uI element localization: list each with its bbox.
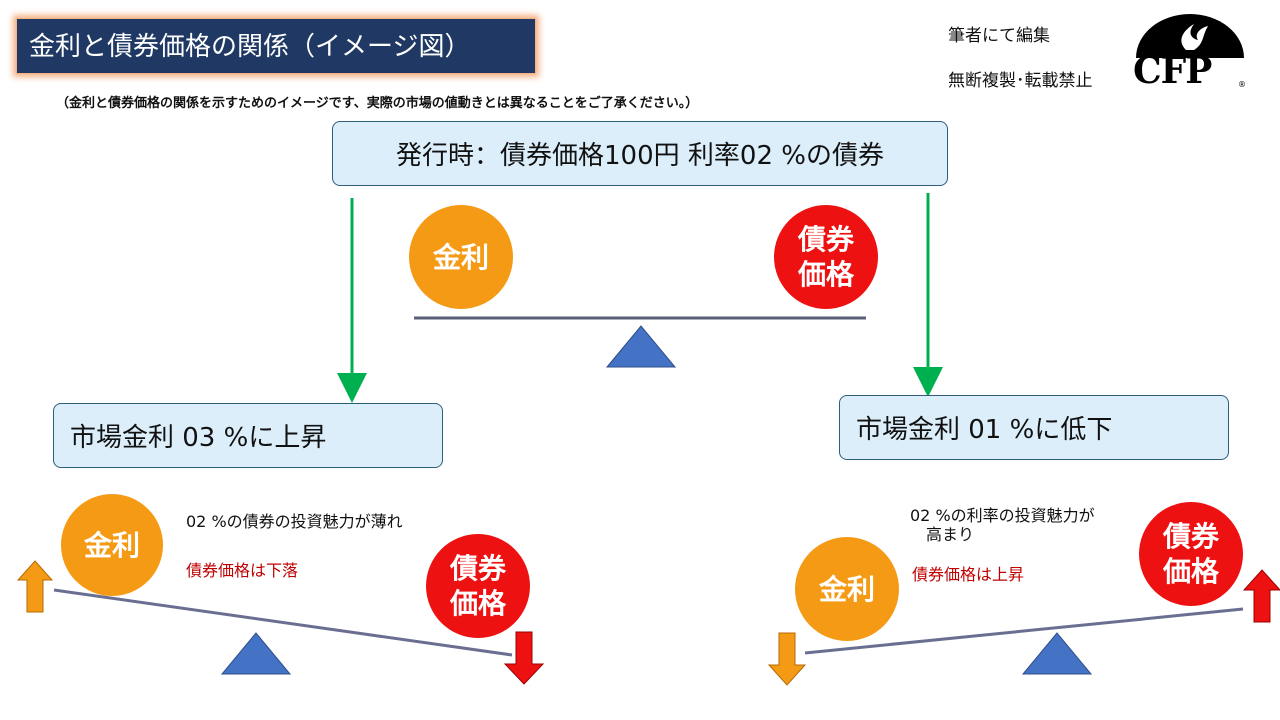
- bond-rise-arrow-icon: [1242, 569, 1280, 623]
- rate-label: 金利: [432, 240, 489, 274]
- rate-circle-left: 金利: [61, 494, 163, 596]
- balance-beam-left: [53, 588, 513, 657]
- left-result: 債券価格は下落: [186, 561, 299, 580]
- bond-label-line1: 債券: [797, 223, 854, 256]
- bond-label-line2: 価格: [449, 587, 506, 620]
- registered-mark: ®: [1238, 80, 1246, 89]
- credit-no-reproduction: 無断複製･転載禁止: [948, 71, 1093, 91]
- rate-label: 金利: [818, 572, 875, 606]
- right-description-cont: 高まり: [926, 525, 975, 544]
- page-title: 金利と債券価格の関係（イメージ図）: [16, 18, 536, 74]
- bond-circle-right: 債券 価格: [1139, 502, 1243, 606]
- bond-label-line2: 価格: [797, 258, 854, 291]
- fulcrum-left: [220, 632, 292, 675]
- balance-beam-right: [804, 607, 1244, 655]
- cfp-logo-flame-icon: [1136, 14, 1244, 59]
- fulcrum-center: [605, 325, 677, 368]
- bond-label-line2: 価格: [1162, 555, 1219, 588]
- rate-rise-arrow-icon: [16, 560, 54, 613]
- issue-condition-box: 発行時：債券価格100円 利率02 %の債券: [332, 121, 948, 186]
- rate-fall-arrow-icon: [767, 632, 807, 686]
- rate-circle-center: 金利: [409, 205, 513, 309]
- rate-fall-label: 市場金利 01 %に低下: [856, 415, 1113, 445]
- fulcrum-right: [1021, 632, 1093, 675]
- rate-circle-right: 金利: [795, 537, 899, 641]
- right-result: 債券価格は上昇: [912, 565, 1025, 584]
- bond-label-line1: 債券: [449, 552, 506, 585]
- issue-condition-label: 発行時：債券価格100円 利率02 %の債券: [396, 141, 884, 171]
- right-description: 02 %の利率の投資魅力が: [910, 506, 1095, 525]
- bond-circle-center: 債券 価格: [774, 205, 878, 309]
- rate-label: 金利: [83, 528, 140, 562]
- bond-label-line1: 債券: [1162, 520, 1219, 553]
- bond-fall-arrow-icon: [503, 631, 545, 685]
- left-description: 02 %の債券の投資魅力が薄れ: [186, 512, 403, 531]
- rate-fall-box: 市場金利 01 %に低下: [839, 395, 1229, 460]
- disclaimer-note: （金利と債券価格の関係を示すためのイメージです、実際の市場の値動きとは異なること…: [56, 96, 699, 111]
- cfp-logo-text: CFP: [1133, 50, 1212, 92]
- credit-edited-by: 筆者にて編集: [948, 26, 1050, 46]
- bond-circle-left: 債券 価格: [426, 534, 530, 638]
- rate-rise-box: 市場金利 03 %に上昇: [53, 403, 443, 468]
- rate-rise-label: 市場金利 03 %に上昇: [70, 423, 327, 453]
